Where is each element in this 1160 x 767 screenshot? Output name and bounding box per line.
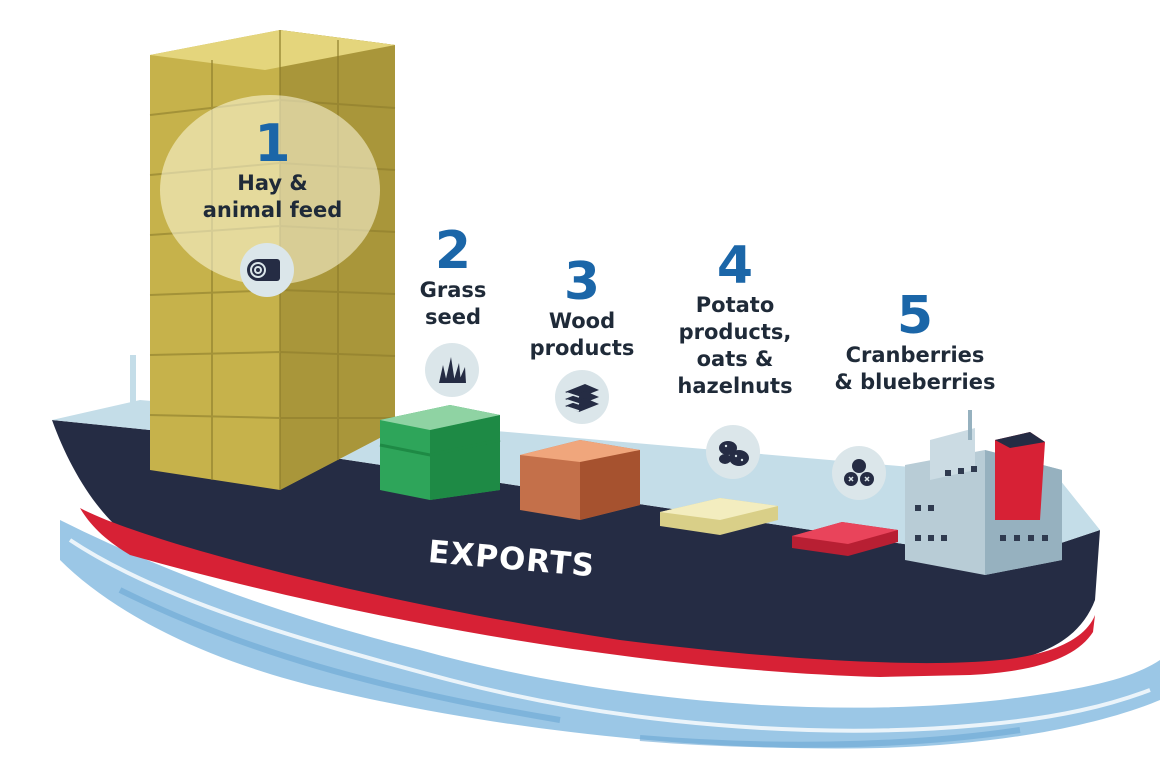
export-3-label: 3 Wood products — [512, 256, 652, 362]
grass-seed-cargo — [379, 405, 501, 500]
export-4-text: Potato products, oats & hazelnuts — [677, 293, 793, 398]
export-1-label: 1 Hay & animal feed — [200, 118, 345, 224]
export-4-label: 4 Potato products, oats & hazelnuts — [660, 240, 810, 400]
export-2-text: Grass seed — [419, 278, 487, 329]
berries-icon — [832, 446, 886, 500]
wood-cargo — [520, 440, 640, 520]
export-4-rank: 4 — [716, 236, 754, 296]
water — [60, 520, 1160, 749]
export-5-rank: 5 — [896, 286, 934, 346]
grass-icon — [425, 343, 479, 397]
export-5-label: 5 Cranberries & blueberries — [820, 290, 1010, 396]
export-1-text: Hay & animal feed — [202, 171, 343, 222]
potato-icon — [706, 425, 760, 479]
hay-bale-icon — [240, 243, 294, 297]
potato-cargo — [660, 498, 778, 535]
export-3-text: Wood products — [529, 309, 635, 360]
export-3-rank: 3 — [563, 252, 601, 312]
lumber-icon — [555, 370, 609, 424]
export-5-text: Cranberries & blueberries — [834, 343, 996, 394]
export-2-rank: 2 — [434, 221, 472, 281]
ship-bridge — [905, 410, 1062, 575]
export-1-rank: 1 — [254, 114, 291, 174]
berry-cargo — [792, 522, 898, 556]
export-2-label: 2 Grass seed — [398, 225, 508, 331]
